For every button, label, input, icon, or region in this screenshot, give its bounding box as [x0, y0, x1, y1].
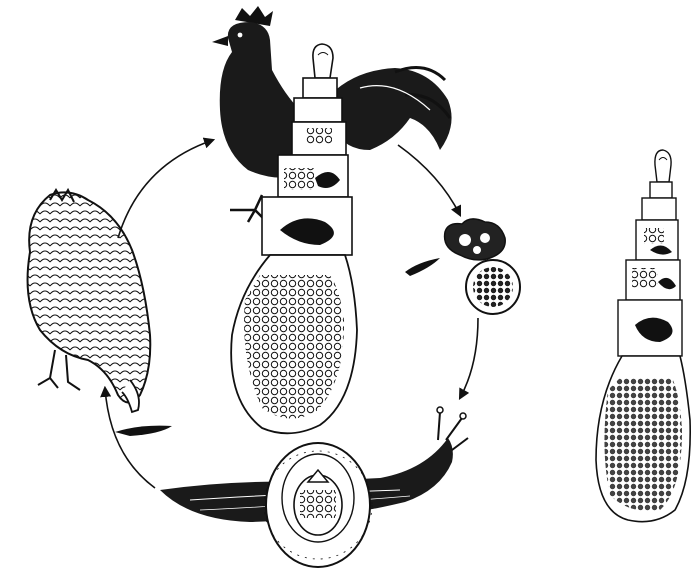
cycle-arrow-eggs-to-slug — [460, 318, 478, 398]
egg-cluster-icon — [405, 219, 520, 314]
cycle-arrow-rooster-to-eggs — [398, 145, 460, 215]
cysticercoid-icon — [264, 443, 372, 567]
hen-icon — [28, 190, 151, 412]
cycle-arrow-hen-to-rooster — [118, 140, 213, 238]
larva-icon — [115, 426, 172, 436]
gravid-segment-icon — [596, 150, 690, 522]
